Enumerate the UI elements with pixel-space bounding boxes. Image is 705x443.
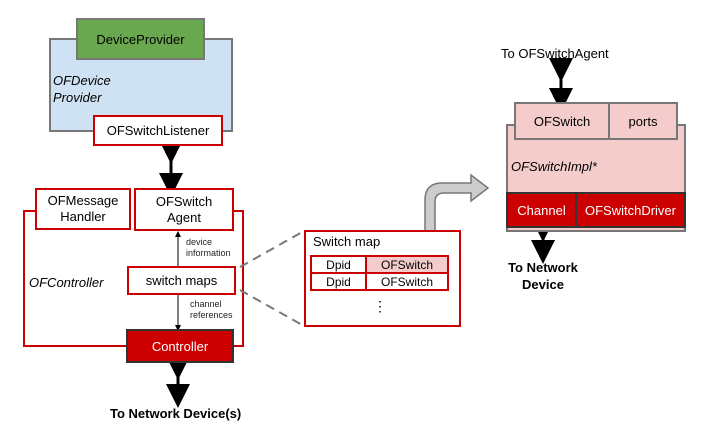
table-row-2-value[interactable]: OFSwitch [365, 272, 449, 291]
switch-map-title: Switch map [313, 234, 381, 249]
controller-box[interactable]: Controller [126, 329, 234, 363]
ports-box[interactable]: ports [608, 102, 678, 140]
dashed-line-top [239, 230, 305, 268]
channel-references-label: channel references [190, 299, 233, 320]
table-row-2-key[interactable]: Dpid [310, 272, 367, 291]
switch-maps-box[interactable]: switch maps [127, 266, 236, 295]
device-provider-box[interactable]: DeviceProvider [76, 18, 205, 60]
to-network-device-label: To Network Device [508, 260, 578, 292]
ofcontroller-label: OFController [29, 275, 104, 290]
curved-arrow [424, 173, 490, 247]
device-provider-label: DeviceProvider [96, 31, 185, 47]
ellipsis-icon: ⋮ [373, 298, 387, 314]
to-network-devices-label: To Network Device(s) [110, 406, 242, 421]
channel-box[interactable]: Channel [506, 192, 577, 228]
ofdeviceprovider-label: OFDevice Provider [53, 73, 111, 105]
to-ofswitchagent-label: To OFSwitchAgent [501, 46, 609, 61]
ofmessagehandler-box[interactable]: OFMessage Handler [35, 188, 131, 230]
dashed-line-bottom [239, 289, 305, 327]
ofswitchdriver-box[interactable]: OFSwitchDriver [575, 192, 686, 228]
ofcontroller-container [23, 210, 244, 347]
ofswitchlistener-box[interactable]: OFSwitchListener [93, 115, 223, 146]
device-information-label: device information [186, 237, 231, 258]
ofswitchagent-box[interactable]: OFSwitch Agent [134, 188, 234, 231]
ofswitch-box[interactable]: OFSwitch [514, 102, 610, 140]
ofswitchimpl-label: OFSwitchImpl* [511, 159, 597, 174]
